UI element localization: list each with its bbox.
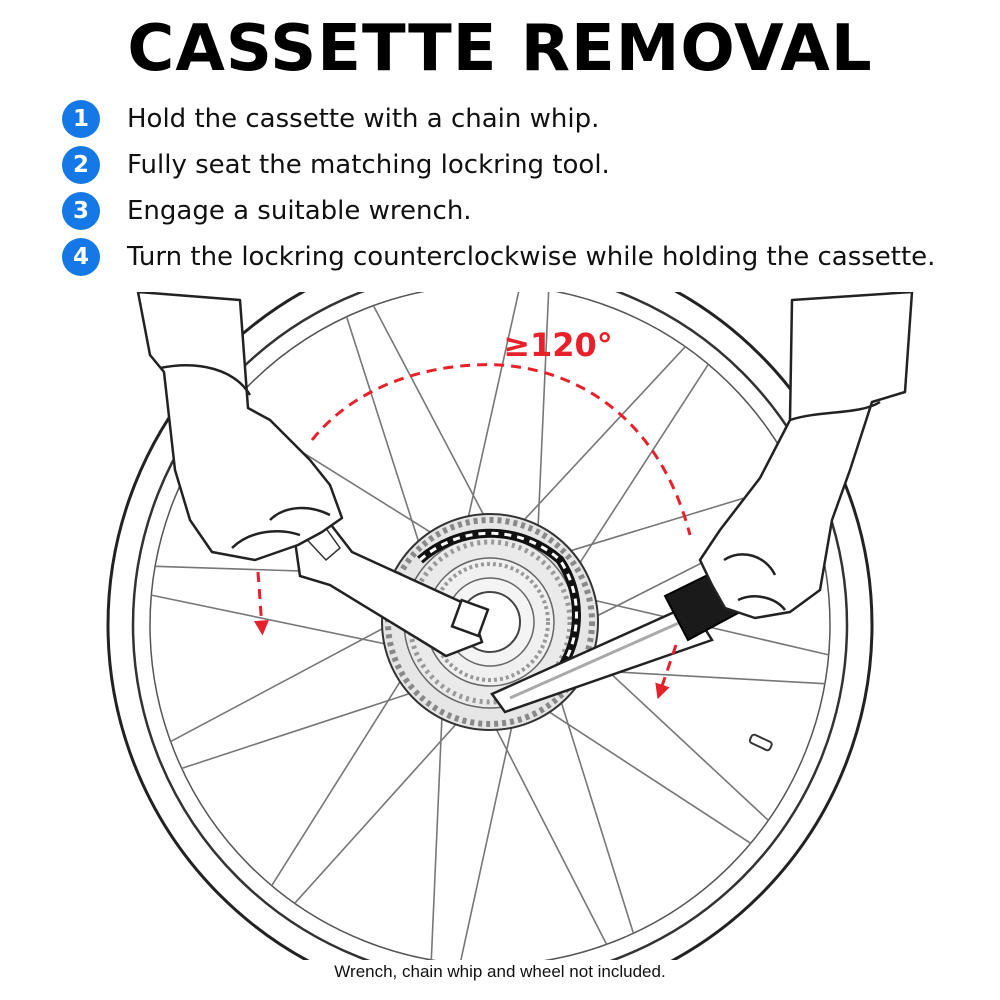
left-hand — [136, 292, 344, 562]
step-list: 1 Hold the cassette with a chain whip. 2… — [62, 96, 992, 280]
wheel-spoke — [271, 669, 409, 887]
wheel-spoke — [460, 713, 516, 960]
lockring-tool-square — [450, 598, 490, 638]
left-direction-arrow — [253, 571, 269, 636]
step-text: Fully seat the matching lockring tool. — [127, 150, 610, 180]
valve-stem-icon — [748, 733, 773, 752]
step-text: Turn the lockring counterclockwise while… — [127, 242, 936, 272]
wheel-spoke — [430, 704, 444, 960]
wrench — [290, 506, 490, 658]
wheel-rim-inner — [149, 292, 831, 960]
rotation-arc — [310, 363, 692, 536]
wheel-rim — [131, 292, 849, 960]
step-text: Engage a suitable wrench. — [127, 196, 472, 226]
disclaimer-footer: Wrench, chain whip and wheel not include… — [334, 962, 666, 981]
right-direction-arrow — [655, 644, 678, 700]
step-number-badge: 3 — [62, 192, 100, 230]
wheel-spoke — [170, 621, 396, 743]
step-item: 1 Hold the cassette with a chain whip. — [62, 96, 992, 142]
step-number-badge: 1 — [62, 100, 100, 138]
wheel-spoke — [536, 292, 550, 540]
step-item: 4 Turn the lockring counterclockwise whi… — [62, 234, 992, 280]
chain-whip — [417, 528, 742, 714]
step-number-badge: 2 — [62, 146, 100, 184]
step-text: Hold the cassette with a chain whip. — [127, 104, 600, 134]
wheel-spoke — [181, 688, 424, 770]
wheel-spoke — [514, 346, 686, 531]
step-item: 3 Engage a suitable wrench. — [62, 188, 992, 234]
wheel-spoke — [151, 594, 399, 648]
wheel-tire — [106, 292, 874, 960]
angle-label: ≥120° — [503, 326, 613, 364]
wheel-spoke — [372, 305, 491, 528]
wheel-spoke — [489, 716, 608, 945]
wheel-spoke — [537, 703, 752, 844]
wheel-spoke — [294, 713, 466, 904]
right-hand — [698, 292, 914, 620]
wrench-handle — [290, 506, 484, 658]
step-item: 2 Fully seat the matching lockring tool. — [62, 142, 992, 188]
wheel-spoke — [571, 363, 709, 575]
wheel-spoke — [556, 688, 635, 934]
step-number-badge: 4 — [62, 238, 100, 276]
wheel-spoke — [464, 292, 520, 531]
wheel-spoke — [345, 316, 424, 556]
page-title: CASSETTE REMOVAL — [127, 12, 873, 86]
rotation-arrows — [253, 363, 692, 700]
